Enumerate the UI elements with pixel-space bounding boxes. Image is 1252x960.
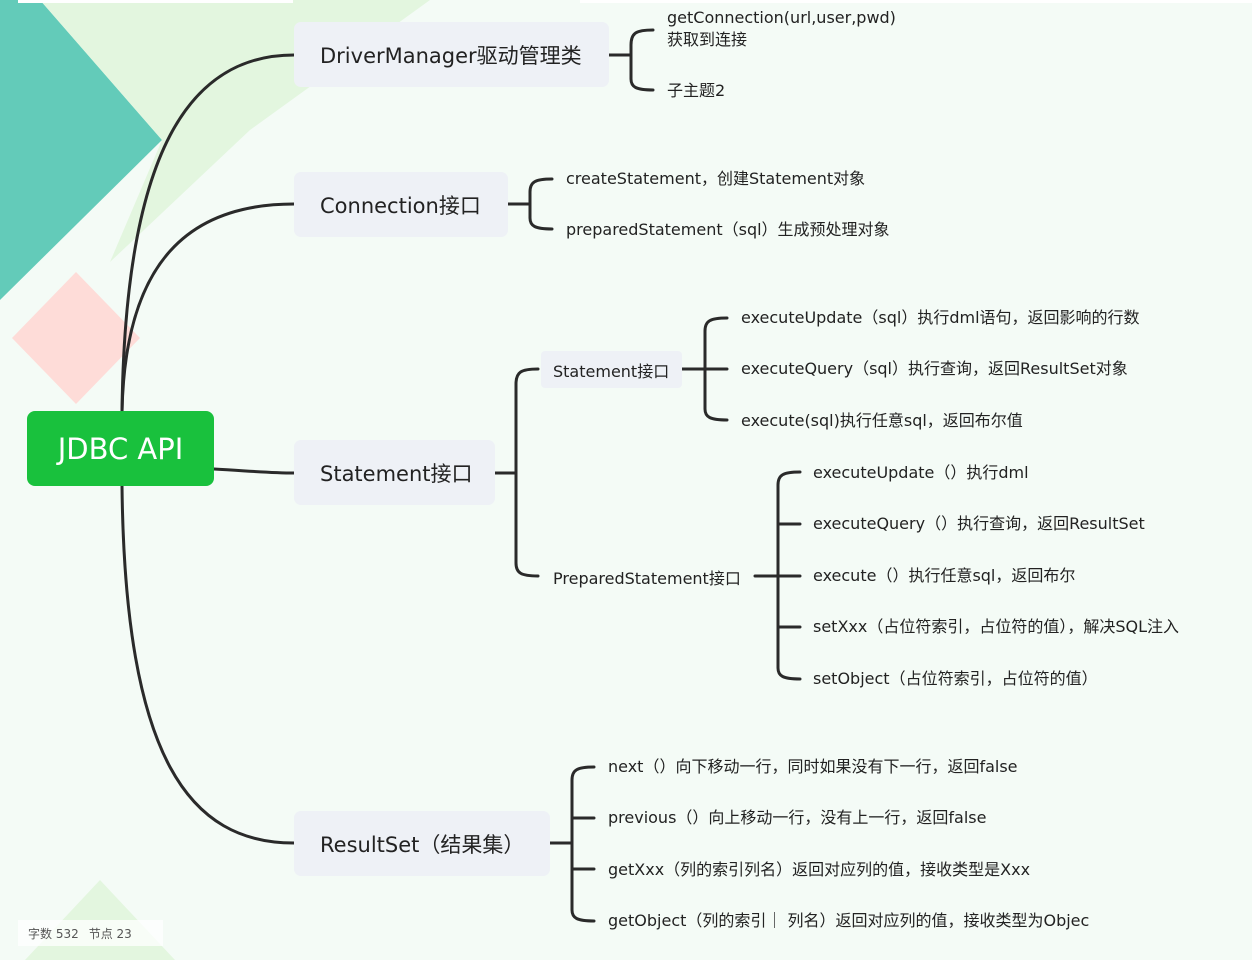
leaf-subtopic2[interactable]: 子主题2	[667, 81, 726, 100]
node-count: 节点 23	[88, 926, 132, 941]
link-root-statement	[212, 467, 296, 475]
pink-diamond	[12, 272, 140, 404]
word-count: 字数 532	[28, 926, 79, 941]
leaf-preparedstatement[interactable]: preparedStatement（sql）生成预处理对象	[566, 220, 890, 239]
top-edge-strip-right	[580, 0, 1252, 3]
leaf-ps-execute[interactable]: execute（）执行任意sql，返回布尔	[813, 566, 1076, 585]
leaf-rs-next[interactable]: next（）向下移动一行，同时如果没有下一行，返回false	[608, 757, 1018, 776]
topic-resultset[interactable]: ResultSet（结果集）	[294, 811, 550, 876]
subtopic-statement[interactable]: Statement接口	[541, 351, 682, 388]
status-bar: 字数 532 节点 23	[18, 920, 163, 946]
bracket-drivermanager	[607, 28, 655, 92]
topic-statement[interactable]: Statement接口	[294, 440, 495, 505]
root-topic-jdbc-api[interactable]: JDBC API	[27, 411, 214, 486]
bracket-statement-sub	[680, 316, 729, 422]
leaf-executeupdate-sql[interactable]: executeUpdate（sql）执行dml语句，返回影响的行数	[741, 308, 1140, 327]
top-edge-strip	[18, 0, 293, 3]
bracket-resultset	[548, 765, 596, 923]
subtopic-preparedstatement[interactable]: PreparedStatement接口	[553, 568, 741, 588]
bracket-connection	[506, 177, 554, 231]
leaf-rs-previous[interactable]: previous（）向上移动一行，没有上一行，返回false	[608, 808, 987, 827]
link-root-drivermanager	[120, 53, 296, 414]
link-root-connection	[120, 202, 296, 414]
link-root-resultset	[120, 484, 296, 845]
topic-drivermanager[interactable]: DriverManager驱动管理类	[294, 22, 609, 87]
leaf-getconnection[interactable]: getConnection(url,user,pwd) 获取到连接	[667, 8, 896, 49]
leaf-execute-sql[interactable]: execute(sql)执行任意sql，返回布尔值	[741, 411, 1023, 430]
leaf-ps-setxxx[interactable]: setXxx（占位符索引，占位符的值），解决SQL注入	[813, 617, 1180, 636]
leaf-executequery-sql[interactable]: executeQuery（sql）执行查询，返回ResultSet对象	[741, 359, 1128, 378]
leaf-rs-getxxx[interactable]: getXxx（列的索引列名）返回对应列的值，接收类型是Xxx	[608, 860, 1031, 879]
leaf-ps-setobject[interactable]: setObject（占位符索引，占位符的值）	[813, 669, 1098, 688]
leaf-ps-executeupdate[interactable]: executeUpdate（）执行dml	[813, 463, 1029, 482]
leaf-rs-getobject[interactable]: getObject（列的索引｜ 列名）返回对应列的值，接收类型为Objec	[608, 911, 1090, 930]
leaf-createstatement[interactable]: createStatement，创建Statement对象	[566, 169, 866, 188]
bracket-preparedstatement	[753, 470, 802, 681]
bracket-statement	[493, 367, 540, 578]
teal-triangle	[0, 0, 162, 300]
leaf-ps-executequery[interactable]: executeQuery（）执行查询，返回ResultSet	[813, 514, 1145, 533]
topic-connection[interactable]: Connection接口	[294, 172, 508, 237]
